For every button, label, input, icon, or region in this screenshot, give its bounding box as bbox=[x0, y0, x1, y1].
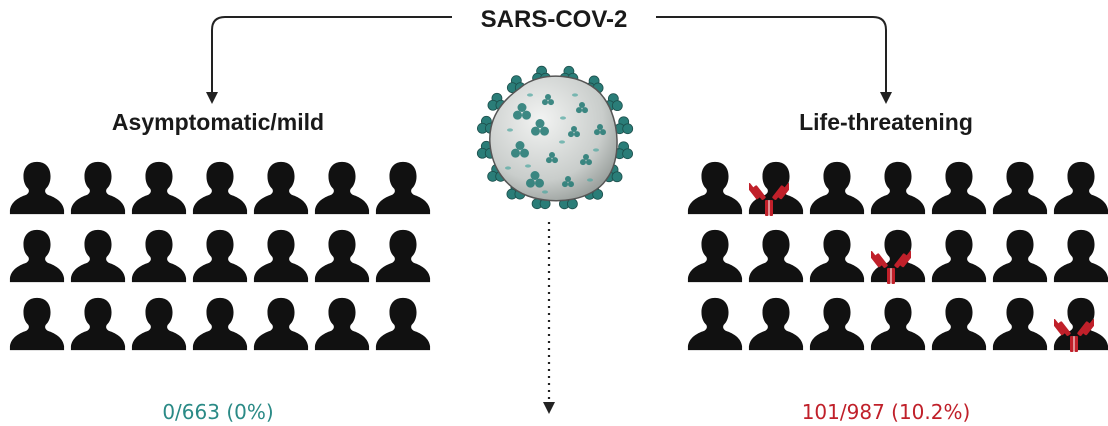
surface-protein-icon bbox=[568, 126, 580, 138]
virus-surface-proteins bbox=[505, 93, 606, 194]
surface-protein-icon bbox=[526, 171, 544, 188]
person-silhouette-icon bbox=[931, 161, 987, 215]
person-silhouette-icon bbox=[375, 229, 431, 283]
person-silhouette-icon bbox=[70, 229, 126, 283]
surface-protein-icon bbox=[580, 154, 592, 166]
life-threatening-stat: 101/987 (10.2%) bbox=[802, 400, 971, 424]
person-silhouette-icon bbox=[992, 229, 1048, 283]
surface-protein-icon bbox=[576, 102, 588, 114]
surface-dot bbox=[525, 164, 531, 168]
person-silhouette-icon bbox=[1053, 161, 1108, 215]
surface-protein-icon bbox=[531, 119, 549, 136]
person-silhouette-icon bbox=[687, 229, 743, 283]
asymptomatic-people-grid bbox=[9, 161, 431, 351]
person-silhouette-icon bbox=[253, 161, 309, 215]
surface-dot bbox=[507, 128, 513, 132]
person-silhouette-icon bbox=[809, 161, 865, 215]
person-silhouette-icon bbox=[314, 229, 370, 283]
surface-dot bbox=[587, 178, 593, 182]
virus-body bbox=[489, 75, 618, 202]
person-silhouette-icon bbox=[253, 229, 309, 283]
arrow-to-asymptomatic bbox=[206, 16, 452, 104]
person-silhouette-icon bbox=[687, 297, 743, 351]
surface-protein-icon bbox=[546, 152, 558, 164]
life-threatening-people-grid bbox=[687, 161, 1108, 352]
person-silhouette-icon bbox=[870, 161, 926, 215]
person-silhouette-icon bbox=[931, 297, 987, 351]
person-silhouette-icon bbox=[192, 229, 248, 283]
person-silhouette-icon bbox=[131, 297, 187, 351]
person-silhouette-icon bbox=[314, 297, 370, 351]
person-silhouette-icon bbox=[314, 161, 370, 215]
asymptomatic-title: Asymptomatic/mild bbox=[112, 109, 324, 135]
person-silhouette-icon bbox=[748, 297, 804, 351]
person-silhouette-icon bbox=[192, 161, 248, 215]
person-silhouette-icon bbox=[809, 297, 865, 351]
surface-dot bbox=[593, 148, 599, 152]
person-silhouette-icon bbox=[70, 161, 126, 215]
person-silhouette-icon bbox=[131, 161, 187, 215]
person-silhouette-icon bbox=[375, 161, 431, 215]
person-silhouette-icon bbox=[809, 229, 865, 283]
person-silhouette-icon bbox=[931, 229, 987, 283]
person-silhouette-icon bbox=[9, 229, 65, 283]
person-silhouette-icon bbox=[375, 297, 431, 351]
person-silhouette-icon bbox=[70, 297, 126, 351]
surface-protein-icon bbox=[511, 141, 529, 158]
person-silhouette-icon bbox=[253, 297, 309, 351]
top-label: SARS-COV-2 bbox=[481, 6, 628, 33]
surface-dot bbox=[560, 116, 566, 120]
person-silhouette-icon bbox=[992, 161, 1048, 215]
person-silhouette-icon bbox=[870, 297, 926, 351]
surface-protein-icon bbox=[542, 94, 554, 106]
arrow-to-life-threatening bbox=[656, 16, 892, 104]
person-silhouette-icon bbox=[9, 161, 65, 215]
life-threatening-title: Life-threatening bbox=[799, 109, 973, 135]
person-silhouette-icon bbox=[9, 297, 65, 351]
asymptomatic-stat: 0/663 (0%) bbox=[162, 400, 273, 424]
surface-dot bbox=[559, 140, 565, 144]
person-silhouette-icon bbox=[1053, 229, 1108, 283]
surface-protein-icon bbox=[594, 124, 606, 136]
person-silhouette-icon bbox=[748, 229, 804, 283]
spike-protein-icon bbox=[614, 116, 634, 135]
spike-protein-icon bbox=[476, 115, 496, 134]
surface-protein-icon bbox=[562, 176, 574, 188]
virus-icon bbox=[476, 65, 634, 210]
surface-protein-icon bbox=[513, 103, 531, 120]
surface-dot bbox=[542, 190, 548, 194]
surface-dot bbox=[505, 166, 511, 170]
surface-dot bbox=[527, 93, 533, 97]
person-silhouette-icon bbox=[192, 297, 248, 351]
person-silhouette-icon bbox=[687, 161, 743, 215]
person-silhouette-icon bbox=[992, 297, 1048, 351]
surface-dot bbox=[572, 93, 578, 97]
person-silhouette-icon bbox=[131, 229, 187, 283]
